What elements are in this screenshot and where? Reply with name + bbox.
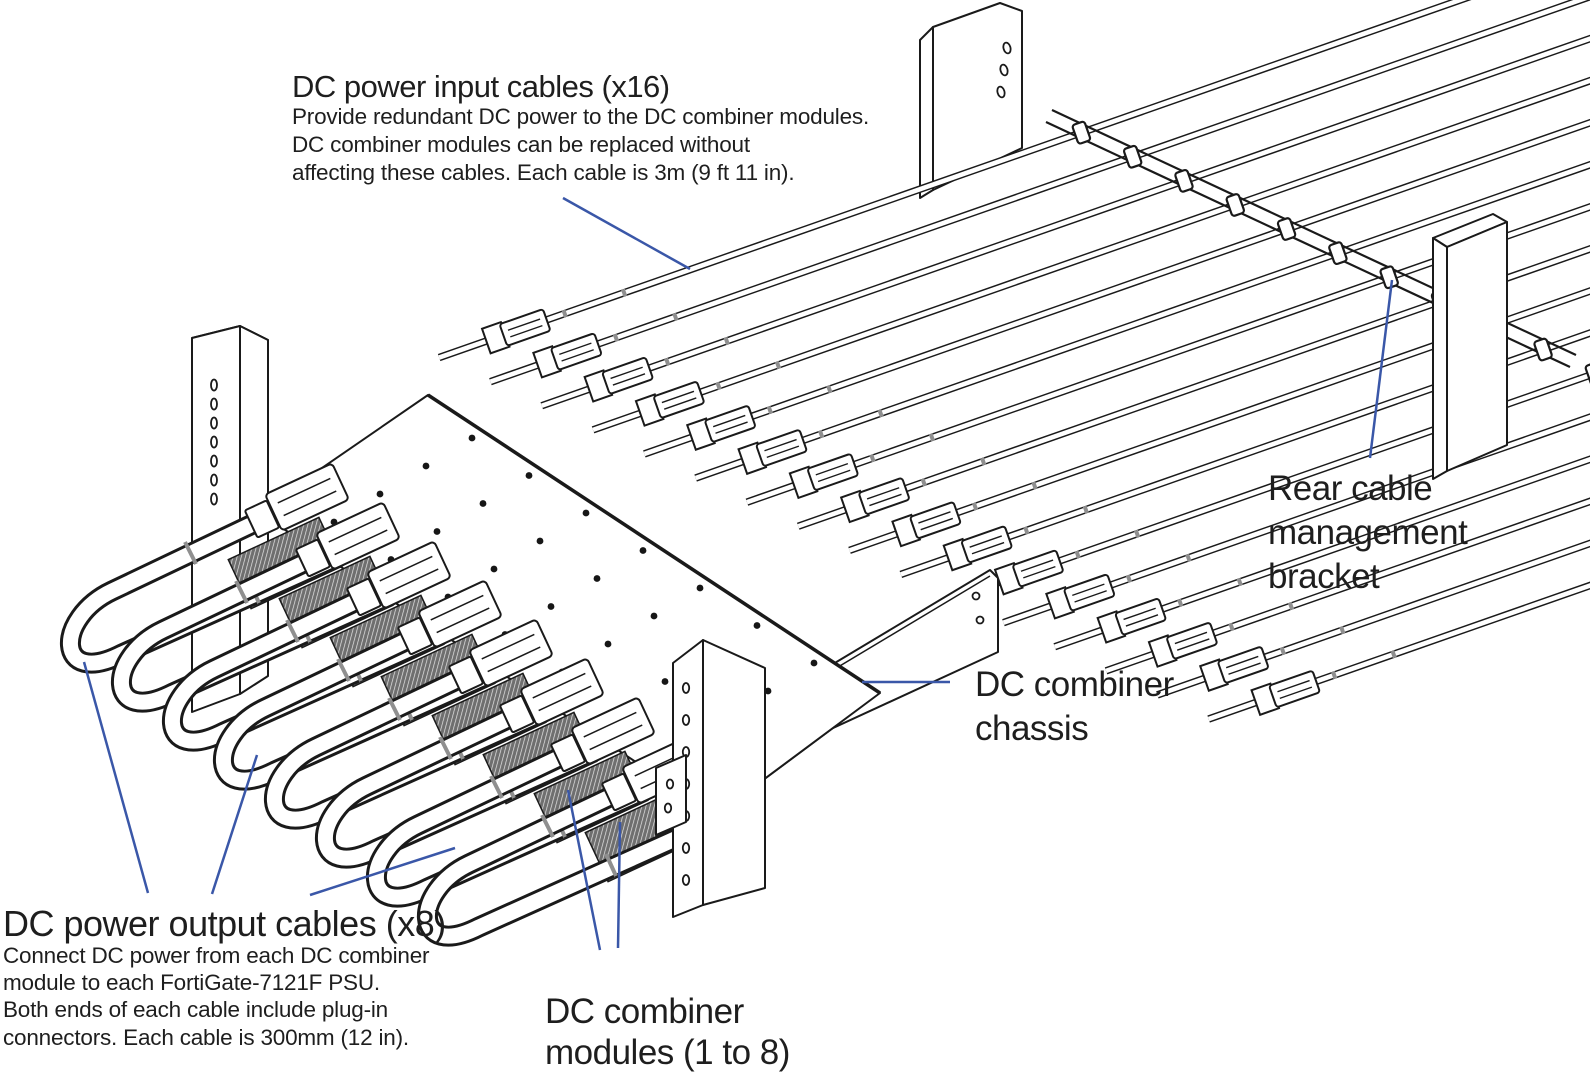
rear-bracket-line: management	[1268, 513, 1468, 552]
leader-lines	[82, 196, 1394, 951]
rack-holes	[210, 378, 218, 506]
input-cable-connector	[737, 427, 809, 475]
input-cable-connector	[1250, 668, 1322, 716]
chassis-hole	[582, 509, 590, 517]
input-cable-connector	[1045, 571, 1117, 620]
input-cable-connector	[686, 403, 758, 451]
input-cable-connector	[532, 330, 604, 379]
input-cables-body-line: affecting these cables. Each cable is 3m…	[292, 160, 794, 185]
leader-modules-2	[616, 821, 622, 949]
cable-clip	[1276, 216, 1298, 242]
rack-hole	[210, 454, 218, 468]
rack-post-right	[1432, 213, 1508, 480]
input-cable-connector	[1147, 619, 1219, 668]
input-cable-connector	[583, 354, 655, 403]
input-cables-body-line: DC combiner modules can be replaced with…	[292, 132, 751, 157]
cable-clip	[1173, 168, 1195, 194]
rack-post-rear-top	[919, 2, 1023, 199]
rack-hole	[210, 378, 218, 392]
input-cable-connector	[1199, 644, 1271, 692]
leader-modules-1	[566, 789, 602, 951]
input-cable	[489, 0, 1590, 385]
leader-output-3	[309, 846, 456, 897]
chassis-hole	[661, 678, 669, 685]
rack-hole	[210, 416, 218, 430]
output-cables-body-line: connectors. Each cable is 300mm (12 in).	[3, 1025, 409, 1050]
chassis-hole	[810, 659, 818, 667]
chassis-hole	[468, 434, 476, 442]
chassis-hole	[639, 547, 647, 554]
input-cable-connector	[634, 378, 706, 427]
chassis-line: chassis	[975, 709, 1088, 748]
rack-post-front	[655, 639, 766, 918]
label-input-cables: DC power input cables (x16) Provide redu…	[292, 69, 869, 185]
cable-clip	[1070, 119, 1092, 146]
leader-output-2	[210, 754, 259, 895]
cable-clip	[1532, 336, 1554, 363]
modules-line: DC combiner	[545, 992, 745, 1031]
chassis-line: DC combiner	[975, 665, 1175, 704]
output-cables-body-line: Both ends of each cable include plug-in	[3, 997, 388, 1022]
chassis-hole	[536, 537, 544, 545]
output-cables-body-line: module to each FortiGate-7121F PSU.	[3, 970, 380, 995]
output-cables-body-line: Connect DC power from each DC combiner	[3, 943, 430, 968]
leader-rear-bracket	[1368, 279, 1394, 459]
label-rear-bracket: Rear cable management bracket	[1268, 469, 1469, 596]
leader-input-cables	[562, 196, 691, 271]
label-chassis: DC combiner chassis	[975, 665, 1175, 748]
rear-bracket-line: bracket	[1268, 557, 1380, 596]
chassis-hole	[650, 612, 658, 620]
chassis-hole	[604, 640, 612, 648]
cable-clip	[1224, 192, 1246, 218]
cable-clip	[1122, 144, 1144, 170]
input-cable-connector	[1096, 595, 1168, 644]
output-cables-heading: DC power output cables (x8)	[3, 903, 446, 944]
modules-line: modules (1 to 8)	[545, 1033, 790, 1072]
input-cable-connector	[481, 306, 553, 355]
chassis-hole	[433, 528, 441, 535]
chassis-hole	[753, 622, 761, 629]
input-cable-connector	[942, 523, 1014, 572]
chassis-hole	[764, 687, 772, 695]
rack-hole	[210, 397, 218, 411]
rack-hole	[681, 874, 691, 886]
input-cable-connector	[891, 499, 963, 548]
chassis-hole	[547, 603, 555, 610]
chassis-hole	[593, 575, 601, 582]
rack-hole	[681, 682, 691, 694]
cable-clip	[1327, 240, 1349, 266]
rack-hole	[210, 435, 218, 449]
input-cables-heading: DC power input cables (x16)	[292, 69, 670, 104]
input-cables-body-line: Provide redundant DC power to the DC com…	[292, 104, 869, 129]
rear-bracket-line: Rear cable	[1268, 469, 1432, 508]
rack-hole	[681, 714, 691, 726]
chassis-hole	[422, 462, 430, 470]
chassis-hole	[376, 490, 384, 498]
leader-output-1	[82, 661, 150, 894]
rack-hole	[210, 473, 218, 487]
rack-hole	[681, 842, 691, 854]
label-output-cables: DC power output cables (x8) Connect DC p…	[3, 903, 446, 1050]
chassis-hole	[525, 472, 533, 479]
chassis-hole	[479, 500, 487, 507]
label-modules: DC combiner modules (1 to 8)	[545, 992, 790, 1072]
input-cable-connector	[788, 451, 860, 499]
rack-hole	[210, 492, 218, 506]
chassis-hole	[490, 565, 498, 573]
input-cable-connector	[994, 547, 1066, 596]
cable-clip	[1378, 264, 1400, 290]
chassis-hole	[696, 584, 704, 592]
input-cable-connector	[840, 475, 912, 524]
